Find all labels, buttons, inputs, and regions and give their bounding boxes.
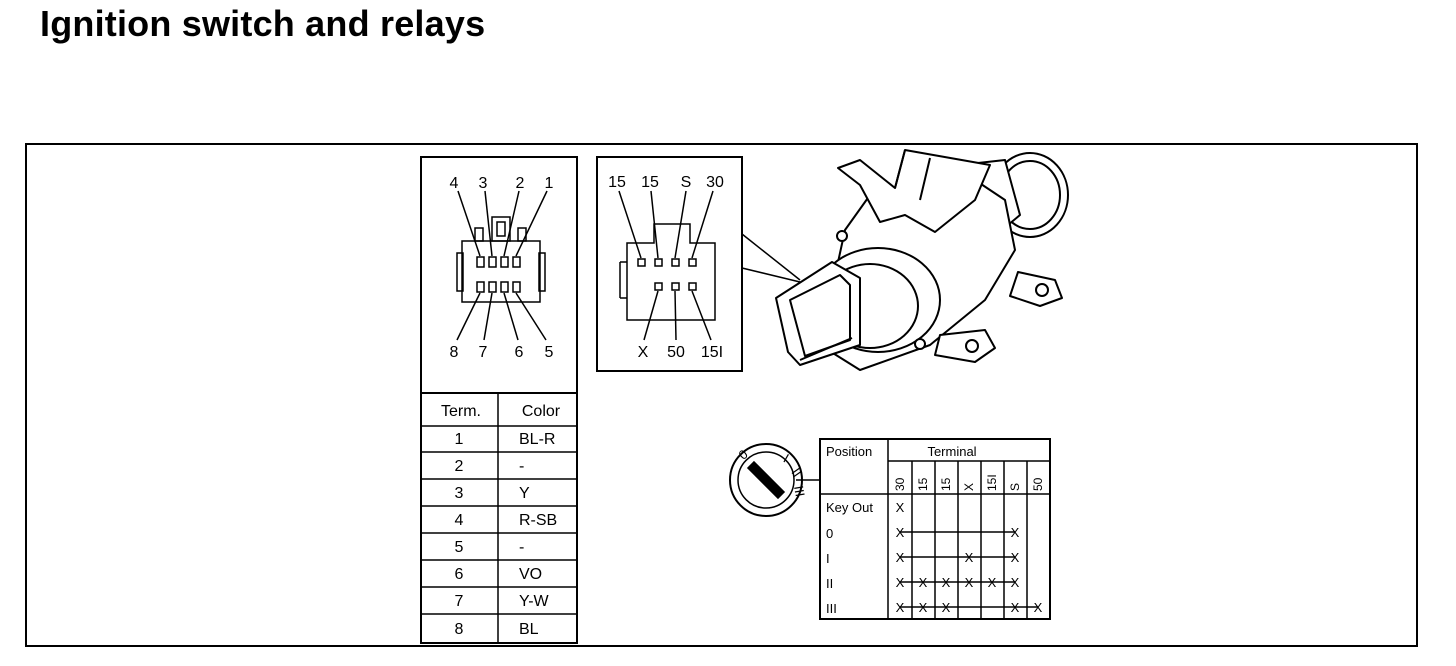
left-connector-panel: 4 3 2 1 8 7 6 5 Term. Color 1 BL-R 2 - 3… [420, 156, 578, 644]
connection-mark: X [942, 600, 951, 615]
terminal-column-header: 15 [916, 477, 930, 491]
color-table-header-term: Term. [441, 403, 481, 420]
terminal-header: Terminal [927, 444, 976, 459]
pin-label-5: 5 [545, 344, 554, 361]
position-label-i: I [826, 551, 830, 566]
position-label-key-out: Key Out [826, 500, 873, 515]
ignition-switch-illustration [775, 149, 1069, 371]
color-table-term: 4 [455, 512, 464, 529]
terminal-label-s: S [681, 174, 692, 191]
connection-mark: X [1011, 600, 1020, 615]
page-title: Ignition switch and relays [40, 3, 486, 44]
position-label-ii: II [826, 576, 833, 591]
position-header: Position [826, 444, 872, 459]
color-table-term: 5 [455, 539, 464, 556]
color-table-term: 7 [455, 593, 464, 610]
position-label-iii: III [826, 601, 837, 616]
terminal-label-x: X [638, 344, 649, 361]
connection-mark: X [896, 575, 905, 590]
color-table-term: 3 [455, 485, 464, 502]
color-table-term: 2 [455, 458, 464, 475]
connection-mark: X [919, 600, 928, 615]
connection-mark: X [896, 500, 905, 515]
callout-lines [741, 233, 801, 283]
terminal-label-30: 30 [706, 174, 724, 191]
connection-mark: X [965, 550, 974, 565]
color-table-color: BL [519, 621, 539, 638]
connection-mark: X [896, 600, 905, 615]
connection-mark: X [942, 575, 951, 590]
connection-mark: X [919, 575, 928, 590]
color-table-color: - [519, 458, 524, 475]
color-table-term: 6 [455, 566, 464, 583]
connection-mark: X [1011, 575, 1020, 590]
color-table-header-color: Color [522, 403, 561, 420]
key-position-dial: 0 I II III [729, 443, 820, 517]
color-table-term: 8 [455, 621, 464, 638]
pin-label-8: 8 [450, 344, 459, 361]
terminal-column-header: 50 [1031, 477, 1045, 491]
color-table-color: Y-W [519, 593, 550, 610]
left-connector-drawing [456, 190, 548, 341]
color-table-term: 1 [455, 431, 464, 448]
color-table-color: R-SB [519, 512, 557, 529]
terminal-label-15: 15 [608, 174, 626, 191]
pin-label-6: 6 [515, 344, 524, 361]
terminal-column-header: 15 [939, 477, 953, 491]
terminal-label-15i: 15I [701, 344, 723, 361]
terminal-column-header: S [1008, 483, 1022, 491]
terminal-column-header: 30 [893, 477, 907, 491]
connection-mark: X [1011, 550, 1020, 565]
right-connector-panel: 15 15 S 30 X 50 15I [596, 156, 743, 372]
right-connector-drawing [618, 190, 716, 341]
connection-mark: X [896, 525, 905, 540]
terminal-column-header: 15I [985, 474, 999, 491]
color-table [421, 393, 577, 643]
connection-mark: X [1034, 600, 1043, 615]
connection-mark: X [988, 575, 997, 590]
color-table-color: VO [519, 566, 542, 583]
pin-label-4: 4 [450, 175, 459, 192]
connection-mark: X [965, 575, 974, 590]
pin-label-7: 7 [479, 344, 488, 361]
dial-position-1: I [781, 451, 792, 466]
color-table-color: BL-R [519, 431, 555, 448]
pin-label-3: 3 [479, 175, 488, 192]
key-slot-icon [746, 460, 786, 500]
terminal-column-header: X [962, 483, 976, 491]
position-label-0: 0 [826, 526, 833, 541]
terminal-label-50: 50 [667, 344, 685, 361]
terminal-label-15b: 15 [641, 174, 659, 191]
connection-mark: X [1011, 525, 1020, 540]
pin-label-1: 1 [545, 175, 554, 192]
diagram-frame [25, 143, 1418, 647]
color-table-color: Y [519, 485, 530, 502]
color-table-color: - [519, 539, 524, 556]
pin-label-2: 2 [516, 175, 525, 192]
dial-position-3: III [791, 485, 808, 498]
connection-mark: X [896, 550, 905, 565]
